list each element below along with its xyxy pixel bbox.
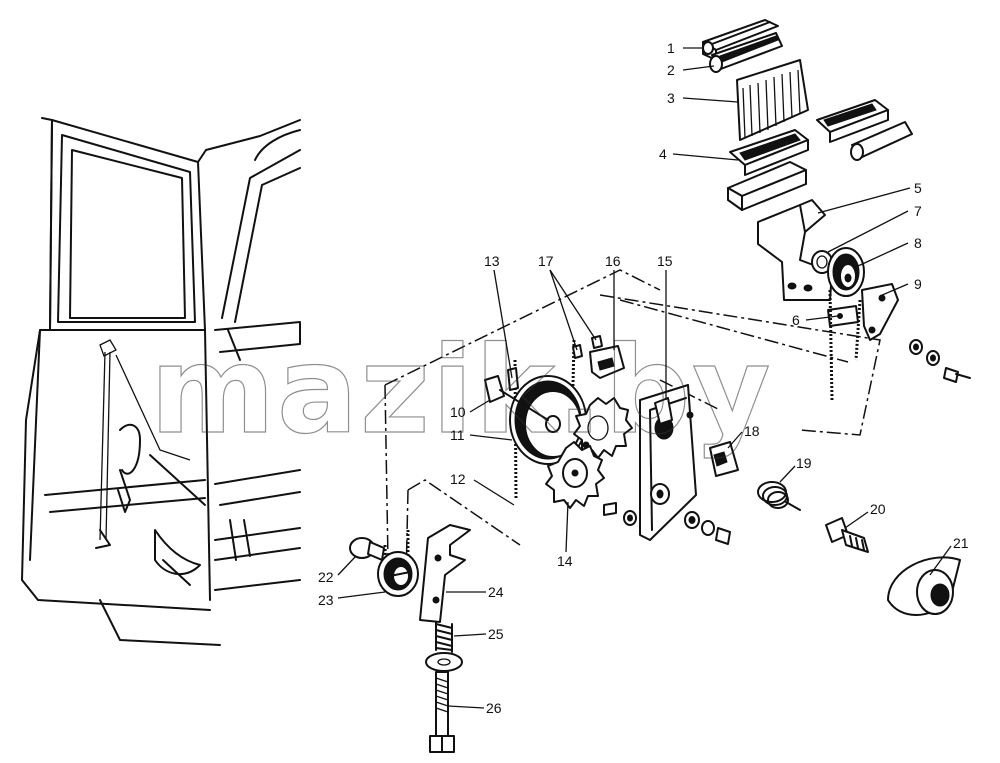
pivot-bolt	[825, 517, 869, 553]
washer	[425, 652, 463, 672]
upper-pulley-assembly	[811, 247, 899, 401]
callout-16: 16	[605, 253, 621, 269]
callout-6: 6	[792, 312, 800, 328]
window-channel-seal	[727, 99, 913, 211]
adjusting-bolt	[429, 671, 455, 753]
callout-24: 24	[488, 584, 504, 600]
drive-pulley	[484, 339, 587, 501]
callout-14: 14	[557, 553, 573, 569]
callout-9: 9	[914, 276, 922, 292]
callout-23: 23	[318, 592, 334, 608]
coil-spring	[757, 481, 801, 511]
callout-10: 10	[450, 404, 466, 420]
callout-18: 18	[744, 423, 760, 439]
callout-5: 5	[914, 180, 922, 196]
callout-11: 11	[450, 427, 465, 443]
callout-26: 26	[486, 700, 502, 716]
callout-8: 8	[914, 235, 922, 251]
callout-13: 13	[484, 253, 500, 269]
callout-17: 17	[538, 253, 554, 269]
callout-3: 3	[667, 90, 675, 106]
callout-15: 15	[657, 253, 673, 269]
watermark-text: mazik.by	[150, 322, 773, 461]
lower-bracket	[419, 524, 471, 623]
callout-22: 22	[318, 569, 334, 585]
cab-door-illustration	[21, 117, 301, 646]
callout-2: 2	[667, 62, 675, 78]
callout-21: 21	[953, 535, 969, 551]
flange-bushing	[887, 556, 961, 616]
clip-screws	[572, 335, 603, 359]
callout-labels: 1 2 3 4 5 7 8 9 6 13 17 16 15 10 11 12 1…	[318, 40, 969, 716]
sprocket-gear	[545, 397, 633, 509]
callout-12: 12	[450, 471, 466, 487]
lower-pulley	[349, 530, 419, 597]
regulator-mounting-plate	[639, 384, 697, 541]
seal-strip-upper	[702, 19, 783, 73]
door-glass-panel	[736, 59, 809, 141]
callout-25: 25	[488, 626, 504, 642]
callout-19: 19	[796, 455, 812, 471]
compression-spring	[435, 621, 453, 653]
chain-clip	[589, 345, 625, 379]
lock-block	[709, 441, 739, 477]
callout-7: 7	[914, 203, 922, 219]
callout-1: 1	[667, 40, 675, 56]
fastener-set-center	[603, 502, 731, 545]
fastener-set-right	[909, 339, 971, 383]
callout-4: 4	[659, 146, 667, 162]
callout-20: 20	[870, 501, 886, 517]
